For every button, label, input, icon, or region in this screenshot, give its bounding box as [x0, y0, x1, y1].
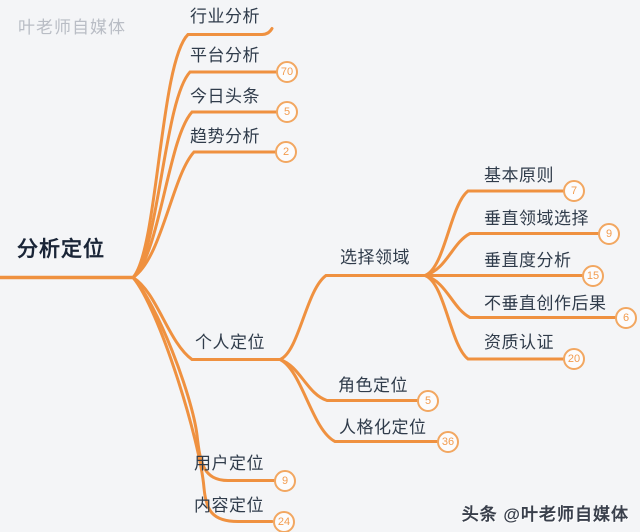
node-vertical-field-selection[interactable]: 垂直领域选择 [484, 209, 589, 228]
connector-personification-positioning [278, 358, 439, 443]
node-user-positioning[interactable]: 用户定位 [194, 454, 264, 473]
node-toutiao-today[interactable]: 今日头条 [190, 87, 260, 106]
badge-basic-principles[interactable]: 7 [563, 180, 585, 202]
node-verticality-analysis[interactable]: 垂直度分析 [484, 251, 572, 270]
connector-platform-analysis [131, 70, 279, 279]
badge-qualification-certification[interactable]: 20 [563, 348, 585, 370]
node-basic-principles[interactable]: 基本原则 [484, 166, 554, 185]
connector-choose-field [278, 274, 427, 361]
connector-personal-positioning [131, 276, 282, 361]
connector-industry-analysis [131, 27, 274, 279]
badge-verticality-analysis[interactable]: 15 [582, 264, 604, 287]
badge-platform-analysis[interactable]: 70 [276, 61, 298, 83]
node-content-positioning[interactable]: 内容定位 [194, 496, 264, 515]
node-personal-positioning[interactable]: 个人定位 [195, 333, 265, 352]
node-root[interactable]: 分析定位 [17, 238, 105, 261]
badge-content-positioning[interactable]: 24 [273, 510, 295, 532]
connector-non-vertical-consequences [423, 274, 617, 319]
badge-vertical-field-selection[interactable]: 9 [598, 222, 620, 245]
node-trend-analysis[interactable]: 趋势分析 [190, 127, 260, 146]
badge-non-vertical-consequences[interactable]: 6 [615, 306, 637, 329]
watermark-bottom-right: 头条 @叶老师自媒体 [461, 505, 629, 524]
node-platform-analysis[interactable]: 平台分析 [190, 46, 260, 65]
connector-basic-principles [423, 189, 565, 277]
node-choose-field[interactable]: 选择领域 [340, 248, 410, 267]
badge-user-positioning[interactable]: 9 [274, 469, 296, 492]
badge-role-positioning[interactable]: 5 [417, 389, 439, 412]
connector-toutiao-today [131, 110, 279, 279]
badge-personification-positioning[interactable]: 36 [437, 430, 459, 453]
badge-trend-analysis[interactable]: 2 [275, 140, 297, 163]
connector-qualification-certification [423, 274, 565, 361]
node-industry-analysis[interactable]: 行业分析 [190, 7, 260, 26]
badge-toutiao-today[interactable]: 5 [276, 101, 298, 123]
node-non-vertical-consequences[interactable]: 不垂直创作后果 [484, 294, 607, 313]
watermark-top-left: 叶老师自媒体 [18, 18, 126, 37]
connector-user-positioning [131, 276, 276, 482]
connector-trend-analysis [131, 150, 278, 279]
node-personification-positioning[interactable]: 人格化定位 [339, 418, 427, 437]
connector-content-positioning [131, 276, 274, 523]
connector-vertical-field-selection [423, 232, 600, 277]
node-qualification-certification[interactable]: 资质认证 [484, 333, 554, 352]
node-role-positioning[interactable]: 角色定位 [338, 376, 408, 395]
